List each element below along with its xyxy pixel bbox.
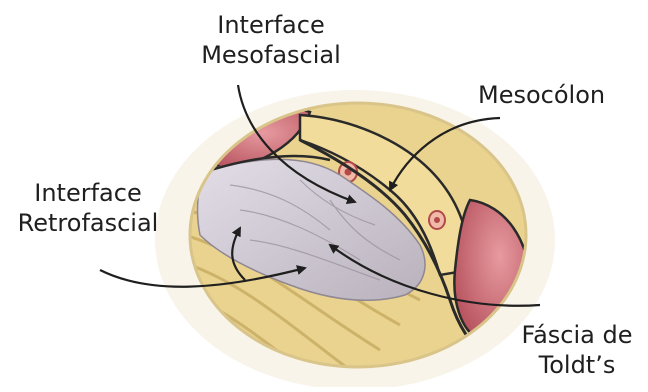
label-interface-mesofascial-line1: Interface (176, 10, 366, 40)
label-mesocolon: Mesocólon (478, 80, 605, 110)
label-interface-retrofascial-line2: Retrofascial (8, 208, 168, 238)
label-interface-retrofascial: Interface Retrofascial (8, 178, 168, 238)
label-fascia-toldt: Fáscia de Toldt’s (512, 320, 642, 380)
label-mesocolon-text: Mesocólon (478, 81, 605, 109)
label-interface-mesofascial: Interface Mesofascial (176, 10, 366, 70)
label-interface-retrofascial-line1: Interface (8, 178, 168, 208)
label-interface-mesofascial-line2: Mesofascial (176, 40, 366, 70)
label-fascia-toldt-line1: Fáscia de (512, 320, 642, 350)
label-fascia-toldt-line2: Toldt’s (512, 350, 642, 380)
